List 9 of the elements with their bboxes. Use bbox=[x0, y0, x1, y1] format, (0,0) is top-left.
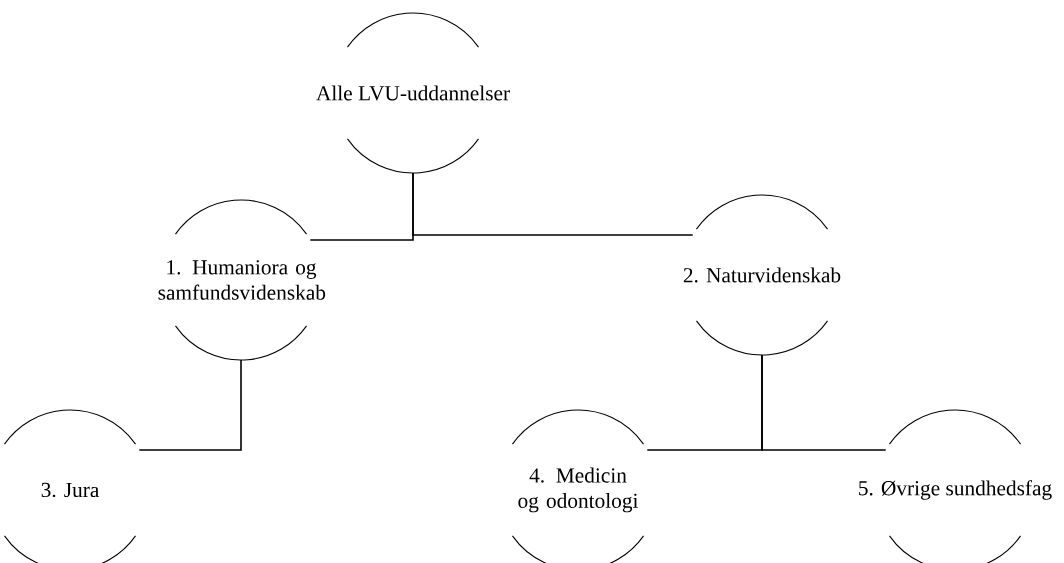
connector-line bbox=[138, 359, 242, 451]
connector-line bbox=[761, 354, 887, 451]
circle-node: 4. Medicin og odontologi bbox=[511, 409, 645, 563]
circle-node: 5. Øvrige sundhedsfag bbox=[859, 409, 1052, 563]
connector-line bbox=[412, 172, 694, 236]
circle-node: 1. Humaniora og samfundsvidenskab bbox=[158, 199, 326, 361]
circle-node: Alle LVU-uddannelser bbox=[316, 12, 510, 174]
circle-node: 3. Jura bbox=[3, 409, 137, 563]
circle-node: 2. Naturvidenskab bbox=[683, 194, 841, 356]
